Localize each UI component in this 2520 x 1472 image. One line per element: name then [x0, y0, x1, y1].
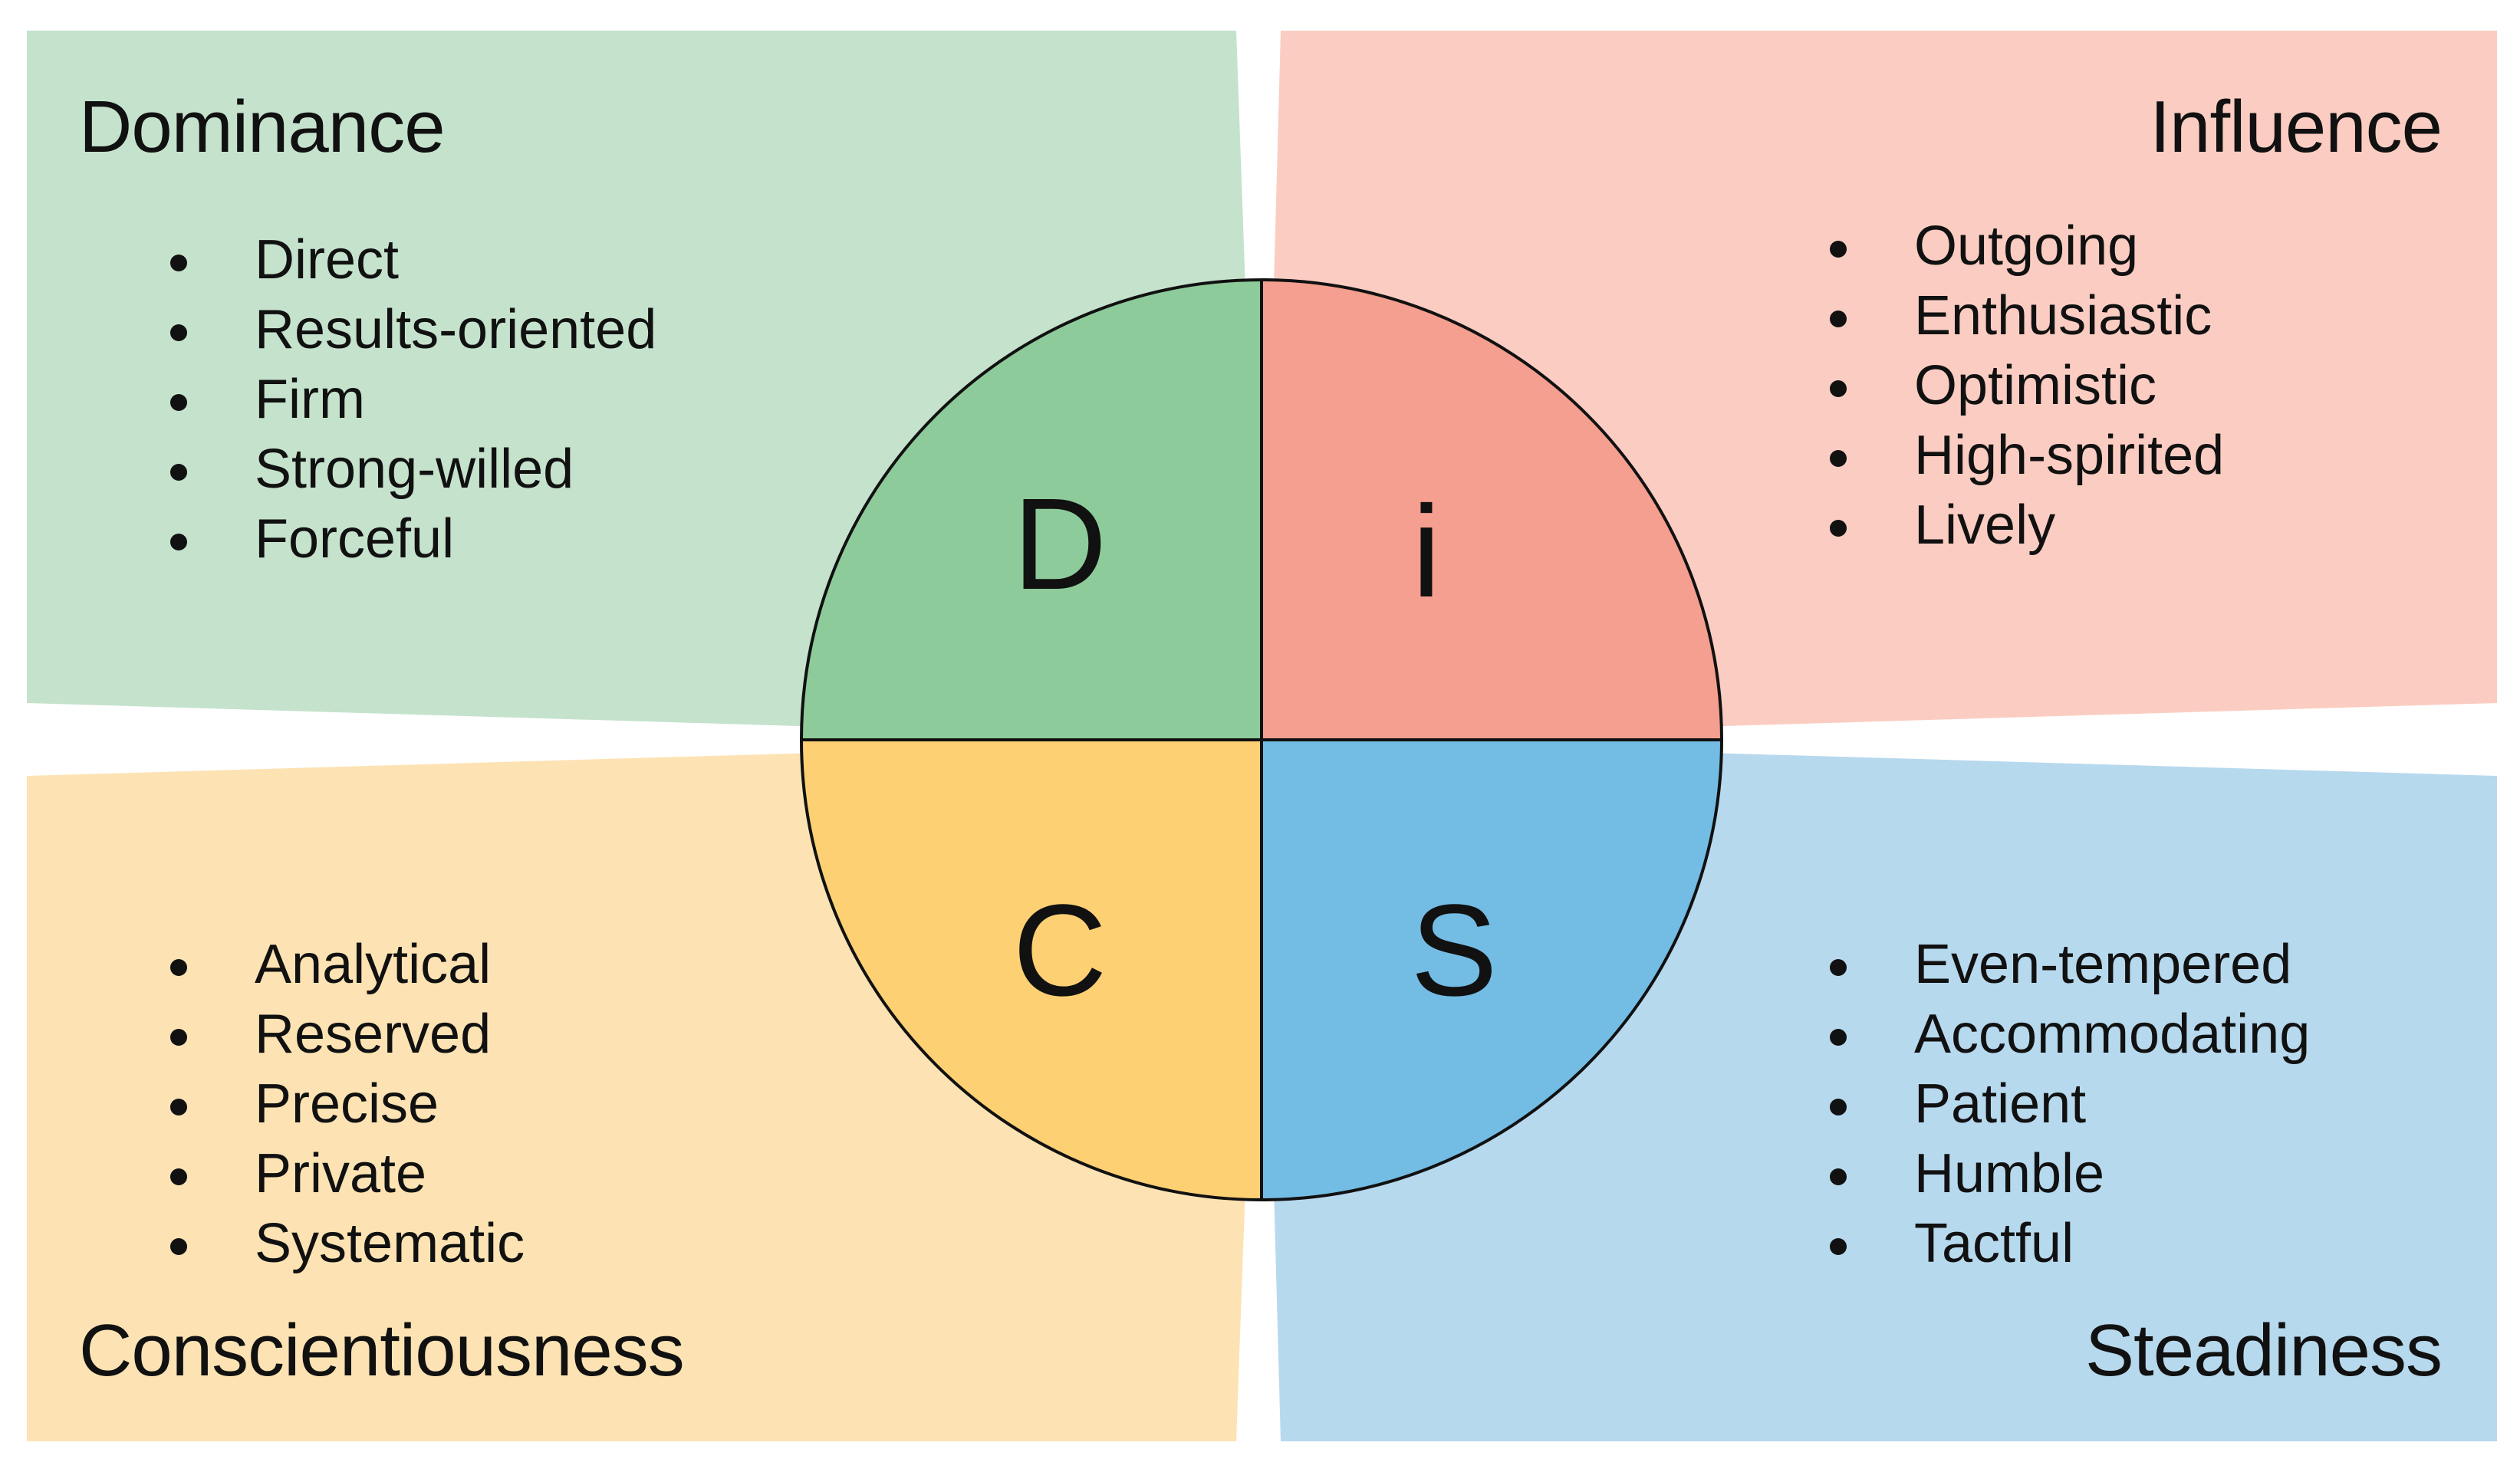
steadiness-traits: Even-tempered Accommodating Patient Humb…: [1830, 930, 2310, 1279]
dominance-title: Dominance: [79, 86, 446, 168]
list-item: Patient: [1830, 1070, 2310, 1139]
influence-title: Influence: [2150, 86, 2443, 168]
steadiness-quadrant: [1262, 740, 1722, 1200]
dominance-quadrant: [801, 280, 1262, 740]
conscientiousness-title: Conscientiousness: [79, 1309, 685, 1392]
list-item: Direct: [170, 225, 656, 295]
list-item: Optimistic: [1830, 351, 2224, 421]
influence-letter: i: [1412, 479, 1441, 625]
dominance-traits: Direct Results-oriented Firm Strong-will…: [170, 225, 656, 574]
list-item: Precise: [170, 1070, 525, 1139]
list-item: Outgoing: [1830, 212, 2224, 281]
influence-traits: Outgoing Enthusiastic Optimistic High-sp…: [1830, 212, 2224, 560]
list-item: Analytical: [170, 930, 525, 1000]
list-item: Lively: [1830, 491, 2224, 560]
list-item: Firm: [170, 365, 656, 435]
list-item: Even-tempered: [1830, 930, 2310, 1000]
list-item: Systematic: [170, 1209, 525, 1279]
list-item: High-spirited: [1830, 421, 2224, 491]
conscientiousness-letter: C: [1013, 878, 1107, 1024]
dominance-letter: D: [1013, 472, 1107, 617]
conscientiousness-quadrant: [801, 740, 1262, 1200]
list-item: Reserved: [170, 1000, 525, 1070]
list-item: Results-oriented: [170, 295, 656, 365]
list-item: Strong-willed: [170, 435, 656, 504]
list-item: Humble: [1830, 1139, 2310, 1209]
list-item: Tactful: [1830, 1209, 2310, 1279]
list-item: Enthusiastic: [1830, 281, 2224, 351]
steadiness-letter: S: [1410, 878, 1497, 1024]
list-item: Private: [170, 1139, 525, 1209]
list-item: Forceful: [170, 504, 656, 574]
steadiness-title: Steadiness: [2085, 1309, 2443, 1392]
conscientiousness-traits: Analytical Reserved Precise Private Syst…: [170, 930, 525, 1279]
list-item: Accommodating: [1830, 1000, 2310, 1070]
influence-quadrant: [1262, 280, 1722, 740]
